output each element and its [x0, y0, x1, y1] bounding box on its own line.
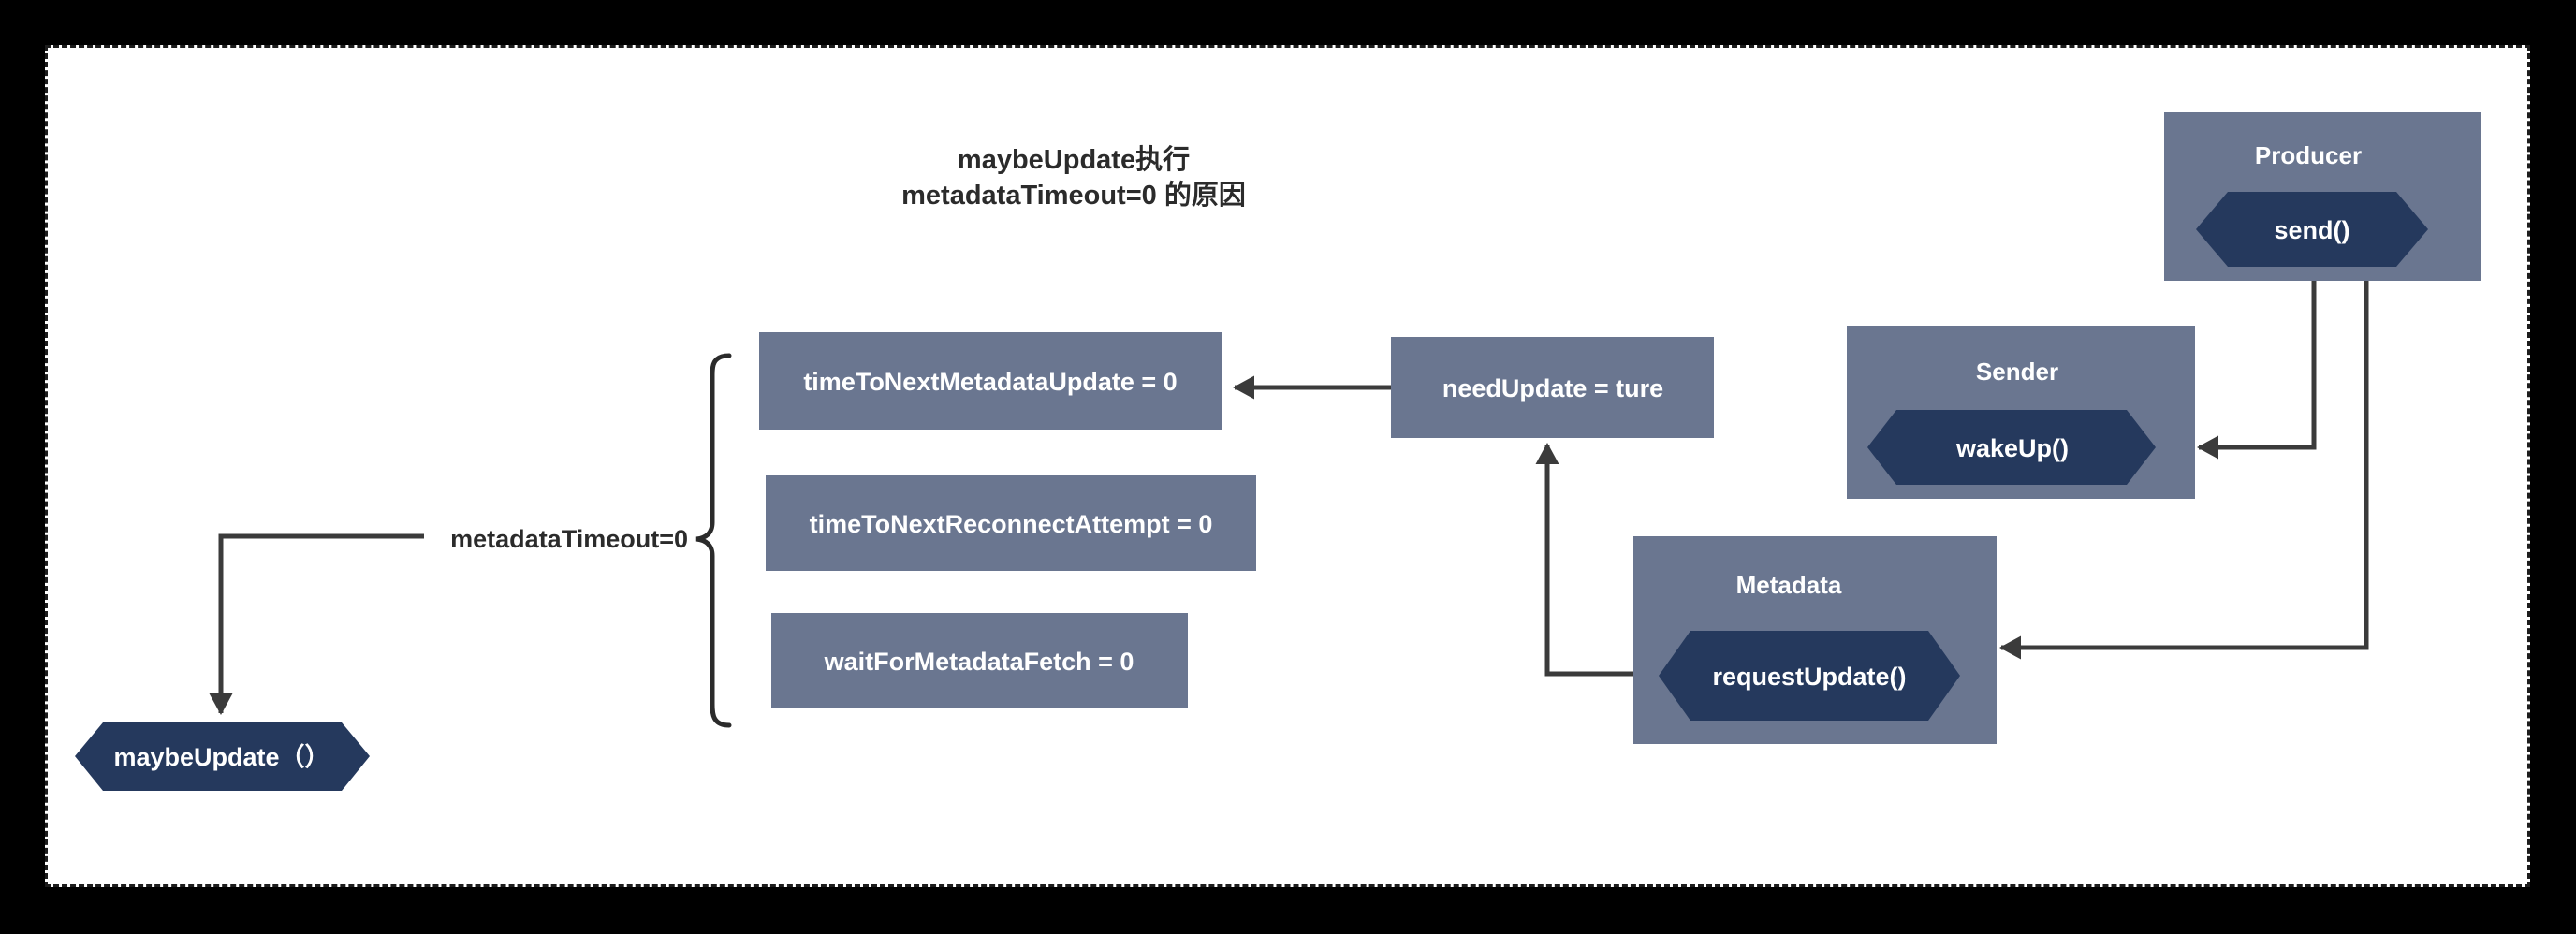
condition-box-2[interactable]: waitForMetadataFetch = 0 — [771, 613, 1188, 708]
container-producer[interactable]: Producer send() — [2164, 112, 2481, 281]
condition-box-2-rect — [771, 613, 1188, 708]
request-update-label: requestUpdate() — [1712, 663, 1906, 691]
condition-box-0-rect — [759, 332, 1222, 430]
send-hexagon — [2196, 192, 2428, 267]
node-need-update[interactable]: needUpdate = ture — [1391, 337, 1714, 438]
send-label: send() — [2275, 216, 2350, 244]
edge-send-to-requestupdate — [1998, 270, 2369, 660]
metadata-container-label: Metadata — [1736, 571, 1842, 599]
node-wake-up[interactable]: wakeUp() — [1867, 410, 2156, 485]
need-update-label: needUpdate = ture — [1442, 374, 1663, 402]
condition-box-0[interactable]: timeToNextMetadataUpdate = 0 — [759, 332, 1222, 430]
condition-box-1-label: timeToNextReconnectAttempt = 0 — [810, 510, 1213, 538]
container-metadata[interactable]: Metadata requestUpdate() — [1633, 536, 1997, 744]
request-update-hexagon — [1659, 631, 1960, 721]
container-sender[interactable]: Sender wakeUp() — [1847, 326, 2195, 499]
condition-box-1-rect — [766, 475, 1256, 571]
node-maybe-update[interactable]: maybeUpdate（） — [75, 722, 370, 791]
wake-up-label: wakeUp() — [1955, 434, 2069, 462]
sender-container-label: Sender — [1976, 358, 2058, 386]
condition-box-0-label: timeToNextMetadataUpdate = 0 — [803, 368, 1177, 396]
condition-box-2-label: waitForMetadataFetch = 0 — [824, 648, 1134, 676]
node-request-update[interactable]: requestUpdate() — [1659, 631, 1960, 721]
need-update-rect — [1391, 337, 1714, 438]
diagram-title-line2: metadataTimeout=0 的原因 — [901, 179, 1246, 211]
condition-box-1[interactable]: timeToNextReconnectAttempt = 0 — [766, 475, 1256, 571]
producer-container-label: Producer — [2255, 141, 2362, 169]
grouping-brace — [695, 353, 732, 728]
wake-up-hexagon — [1867, 410, 2156, 485]
metadata-timeout-label: metadataTimeout=0 — [450, 525, 688, 553]
maybe-update-label: maybeUpdate（） — [113, 743, 329, 771]
edge-send-to-wakeup — [2196, 270, 2317, 460]
edge-metadata-to-needupdate — [1535, 442, 1633, 677]
node-send[interactable]: send() — [2196, 192, 2428, 267]
diagram-title-line1: maybeUpdate执行 — [958, 144, 1190, 175]
edge-timeout-to-maybeupdate — [209, 533, 424, 716]
maybe-update-hexagon — [75, 722, 370, 791]
